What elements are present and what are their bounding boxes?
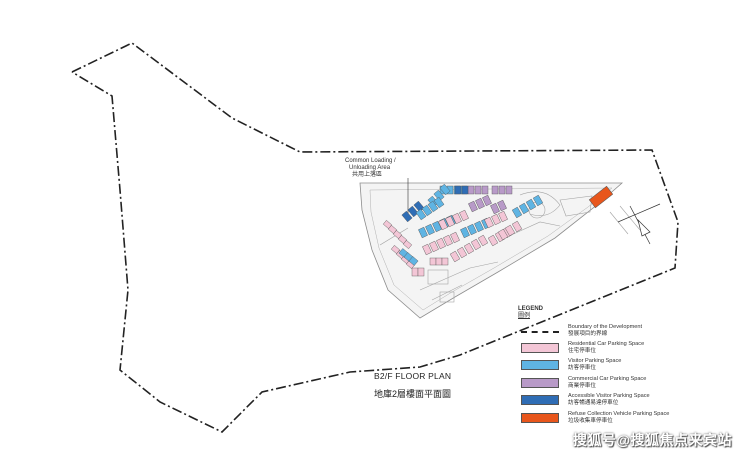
residential-parking-space bbox=[429, 240, 439, 253]
visitor-parking-space bbox=[433, 189, 445, 202]
residential-parking-space bbox=[411, 267, 419, 277]
residential-parking-space bbox=[417, 267, 425, 277]
residential-parking-space bbox=[456, 246, 468, 259]
residential-parking-space bbox=[487, 234, 499, 247]
visitor-parking-space bbox=[518, 202, 530, 215]
commercial-parking-space bbox=[475, 197, 485, 210]
residential-parking-space bbox=[445, 215, 455, 228]
commercial-parking-space bbox=[468, 200, 478, 213]
visitor-parking-space bbox=[460, 226, 470, 239]
legend-title: LEGEND bbox=[518, 306, 544, 312]
residential-parking-space bbox=[402, 240, 413, 249]
residential-parking-space bbox=[491, 213, 501, 226]
visitor-parking-space bbox=[427, 200, 439, 213]
development-boundary-line bbox=[71, 42, 679, 433]
visitor-parking-space bbox=[439, 183, 451, 196]
visitor-parking-space bbox=[433, 196, 445, 209]
residential-parking-space bbox=[438, 218, 448, 231]
commercial-parking-space bbox=[482, 194, 492, 207]
accessible-parking-space bbox=[413, 200, 425, 213]
residential-parking-space bbox=[429, 257, 437, 266]
residential-parking-space bbox=[459, 209, 469, 222]
residential-parking-space bbox=[470, 238, 482, 251]
parking-spaces bbox=[382, 183, 614, 277]
visitor-parking-space bbox=[532, 194, 544, 207]
residential-parking-space bbox=[477, 234, 489, 247]
visitor-parking-space bbox=[415, 208, 427, 221]
accessible-parking-space bbox=[454, 185, 462, 195]
residential-parking-space bbox=[449, 250, 461, 263]
residential-parking-space bbox=[484, 216, 494, 229]
accessible-parking-space bbox=[461, 185, 469, 195]
commercial-parking-space bbox=[497, 199, 507, 212]
refuse-parking-space bbox=[588, 185, 614, 209]
residential-parking-space bbox=[498, 210, 508, 223]
visitor-parking-space bbox=[425, 223, 435, 236]
residential-parking-space bbox=[422, 243, 432, 256]
watermark: 搜狐号@搜狐焦点来宾站 bbox=[572, 432, 732, 448]
visitor-parking-space bbox=[467, 223, 477, 236]
commercial-parking-space bbox=[498, 185, 506, 195]
commercial-parking-space bbox=[490, 202, 500, 215]
annotation-text-3: 共用上落區 bbox=[352, 172, 383, 178]
residential-parking-space bbox=[441, 257, 449, 266]
annotation-text-1: Common Loading / bbox=[345, 158, 396, 164]
visitor-parking-space bbox=[418, 226, 428, 239]
commercial-parking-space bbox=[491, 185, 499, 195]
visitor-parking-space bbox=[511, 206, 523, 219]
residential-parking-space bbox=[443, 234, 453, 247]
refuse-swatch bbox=[521, 413, 559, 423]
legend-title-zh: 圖例 bbox=[518, 313, 531, 319]
commercial-parking-space bbox=[474, 185, 482, 195]
residential-parking-space bbox=[435, 257, 443, 266]
residential-swatch bbox=[521, 343, 559, 353]
annotation-text-2: Unloading Area bbox=[349, 165, 391, 171]
residential-parking-space bbox=[463, 242, 475, 255]
visitor-parking-space bbox=[408, 256, 419, 266]
plan-title-zh: 地庫2層樓面平面圖 bbox=[374, 389, 452, 399]
residential-parking-space bbox=[504, 224, 516, 237]
commercial-parking-space bbox=[505, 185, 513, 195]
boundary-line-swatch bbox=[521, 331, 559, 333]
visitor-parking-space bbox=[421, 204, 433, 217]
commercial-parking-space bbox=[481, 185, 489, 195]
residential-parking-space bbox=[452, 212, 462, 225]
visitor-swatch bbox=[521, 360, 559, 370]
residential-parking-space bbox=[511, 220, 523, 233]
residential-parking-space bbox=[497, 228, 509, 241]
commercial-parking-space bbox=[467, 185, 475, 195]
commercial-swatch bbox=[521, 378, 559, 388]
residential-parking-space bbox=[450, 231, 460, 244]
north-arrow bbox=[617, 203, 661, 245]
visitor-parking-space bbox=[474, 220, 484, 233]
visitor-parking-space bbox=[432, 220, 442, 233]
accessible-swatch bbox=[521, 395, 559, 405]
plan-title-en: B2/F FLOOR PLAN bbox=[374, 371, 452, 381]
residential-parking-space bbox=[436, 237, 446, 250]
visitor-parking-space bbox=[525, 198, 537, 211]
accessible-parking-space bbox=[407, 205, 419, 218]
accessible-parking-space bbox=[401, 210, 413, 223]
